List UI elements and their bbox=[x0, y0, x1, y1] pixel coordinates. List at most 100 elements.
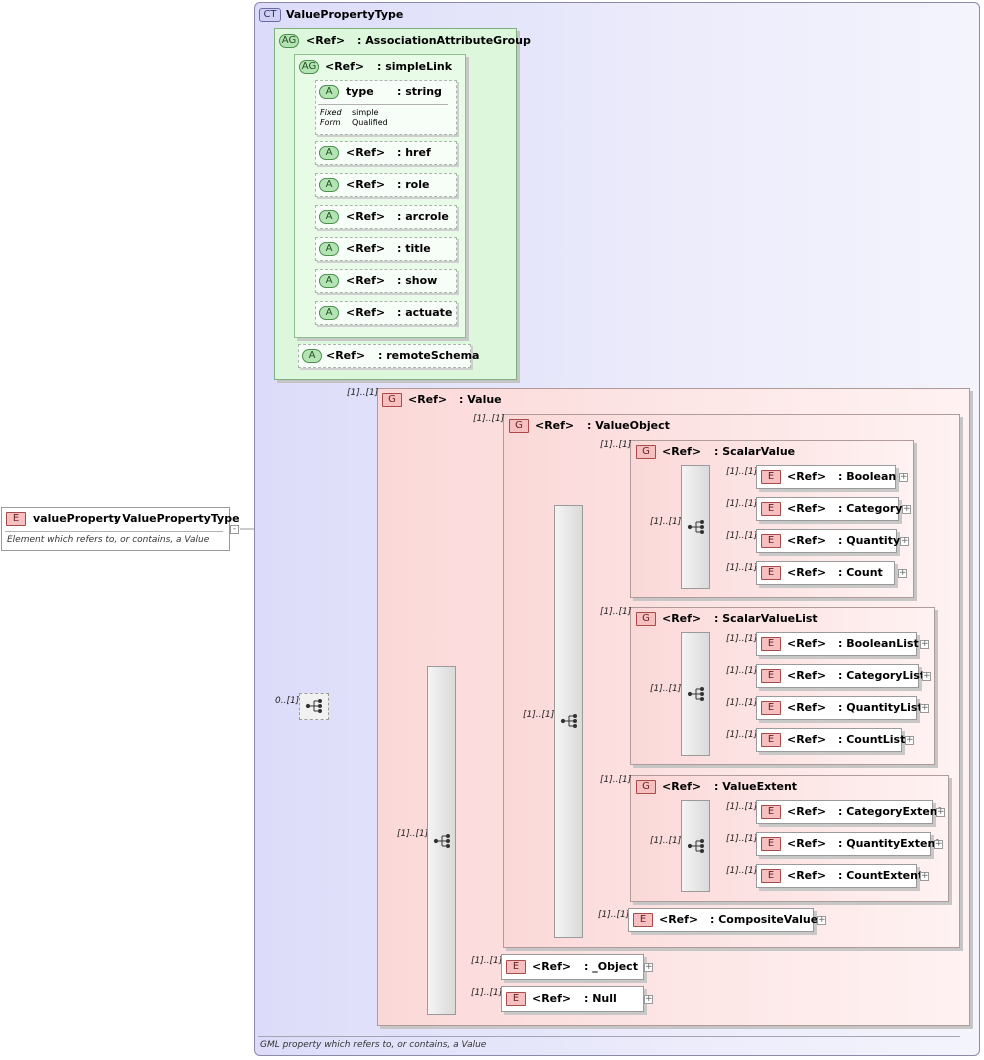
scalar-value-choice-cardinality: [1]..[1] bbox=[650, 517, 682, 527]
attribute-type-fixed-label: Fixed bbox=[320, 108, 342, 117]
element-category-list-badge: E bbox=[761, 669, 781, 683]
value-group-ref: <Ref> bbox=[408, 393, 448, 406]
element-null-expand-button[interactable]: + bbox=[644, 994, 653, 1004]
attribute-arcrole-name: : arcrole bbox=[397, 210, 449, 223]
sequence-icon bbox=[305, 699, 322, 713]
scalar-value-list-ref: <Ref> bbox=[662, 612, 702, 625]
element-object-ref: <Ref> bbox=[532, 960, 572, 973]
scalar-value-choice-icon bbox=[687, 520, 704, 534]
attribute-type-fixed-value: simple bbox=[352, 108, 379, 117]
element-count-ref: <Ref> bbox=[787, 566, 827, 579]
element-quantity-list[interactable] bbox=[756, 696, 917, 720]
count-extent-cardinality: [1]..[1] bbox=[726, 866, 758, 876]
element-category-list[interactable] bbox=[756, 664, 919, 688]
root-element-badge: E bbox=[6, 512, 26, 526]
element-boolean-badge: E bbox=[761, 470, 781, 484]
element-quantity-extent-badge: E bbox=[761, 837, 781, 851]
count-list-cardinality: [1]..[1] bbox=[726, 730, 758, 740]
value-choice-cardinality: [1]..[1] bbox=[397, 829, 429, 839]
value-extent-cardinality: [1]..[1] bbox=[600, 775, 632, 785]
association-attribute-group-ref: <Ref> bbox=[306, 34, 346, 47]
root-element-name: valueProperty bbox=[33, 512, 121, 525]
element-quantity-extent-ref: <Ref> bbox=[787, 837, 827, 850]
count-cardinality: [1]..[1] bbox=[726, 563, 758, 573]
element-count-name: : Count bbox=[838, 566, 883, 579]
element-quantity-list-ref: <Ref> bbox=[787, 701, 827, 714]
value-group-name: : Value bbox=[459, 393, 502, 406]
category-extent-cardinality: [1]..[1] bbox=[726, 802, 758, 812]
element-category-expand-button[interactable]: + bbox=[902, 504, 911, 514]
element-count-expand-button[interactable]: + bbox=[898, 568, 907, 578]
scalar-value-cardinality: [1]..[1] bbox=[600, 440, 632, 450]
root-element-box[interactable] bbox=[1, 507, 230, 551]
attribute-actuate-badge: A bbox=[319, 306, 339, 320]
element-boolean-list-name: : BooleanList bbox=[838, 637, 919, 650]
element-composite-value[interactable] bbox=[628, 908, 814, 932]
complex-type-badge: CT bbox=[259, 8, 281, 22]
element-boolean-expand-button[interactable]: + bbox=[899, 472, 908, 482]
element-boolean-list-ref: <Ref> bbox=[787, 637, 827, 650]
element-quantity-list-badge: E bbox=[761, 701, 781, 715]
element-category-extent[interactable] bbox=[756, 800, 933, 824]
element-null-name: : Null bbox=[584, 992, 617, 1005]
attribute-href-badge: A bbox=[319, 146, 339, 160]
attribute-role-badge: A bbox=[319, 178, 339, 192]
element-object-expand-button[interactable]: + bbox=[644, 962, 653, 972]
element-category-extent-badge: E bbox=[761, 805, 781, 819]
boolean-list-cardinality: [1]..[1] bbox=[726, 634, 758, 644]
element-quantity-list-expand-button[interactable]: + bbox=[920, 703, 929, 713]
value-extent-name: : ValueExtent bbox=[714, 780, 798, 793]
category-cardinality: [1]..[1] bbox=[726, 499, 758, 509]
association-attribute-group-name: : AssociationAttributeGroup bbox=[357, 34, 531, 47]
element-composite-value-badge: E bbox=[633, 913, 653, 927]
attribute-arcrole-badge: A bbox=[319, 210, 339, 224]
scalar-value-badge: G bbox=[636, 445, 656, 459]
element-count-extent-ref: <Ref> bbox=[787, 869, 827, 882]
element-count-badge: E bbox=[761, 566, 781, 580]
value-object-choice-icon bbox=[560, 714, 577, 728]
attribute-type-divider bbox=[318, 104, 448, 105]
element-category-extent-expand-button[interactable]: + bbox=[936, 807, 945, 817]
attribute-href-name: : href bbox=[397, 146, 431, 159]
element-count-extent-badge: E bbox=[761, 869, 781, 883]
element-count-list-name: : CountList bbox=[838, 733, 906, 746]
simple-link-badge: AG bbox=[299, 60, 319, 74]
element-category-list-expand-button[interactable]: + bbox=[922, 671, 931, 681]
scalar-value-list-choice-icon bbox=[687, 687, 704, 701]
attribute-type-type: : string bbox=[397, 85, 442, 98]
element-count-list-expand-button[interactable]: + bbox=[905, 735, 914, 745]
element-category-list-name: : CategoryList bbox=[838, 669, 926, 682]
scalar-value-list-cardinality: [1]..[1] bbox=[600, 607, 632, 617]
element-null-badge: E bbox=[506, 992, 526, 1006]
element-category-list-ref: <Ref> bbox=[787, 669, 827, 682]
element-boolean-name: : Boolean bbox=[838, 470, 897, 483]
value-extent-ref: <Ref> bbox=[662, 780, 702, 793]
quantity-list-cardinality: [1]..[1] bbox=[726, 698, 758, 708]
attribute-remote-schema bbox=[298, 344, 471, 368]
complex-type-note: GML property which refers to, or contain… bbox=[260, 1040, 487, 1050]
element-quantity-expand-button[interactable]: + bbox=[900, 536, 909, 546]
element-quantity-extent[interactable] bbox=[756, 832, 931, 856]
element-null[interactable] bbox=[501, 986, 644, 1012]
element-category-ref: <Ref> bbox=[787, 502, 827, 515]
attribute-href-ref: <Ref> bbox=[346, 146, 386, 159]
composite-value-cardinality: [1]..[1] bbox=[598, 910, 630, 920]
attribute-actuate-ref: <Ref> bbox=[346, 306, 386, 319]
element-null-ref: <Ref> bbox=[532, 992, 572, 1005]
element-boolean-ref: <Ref> bbox=[787, 470, 827, 483]
element-boolean-list-badge: E bbox=[761, 637, 781, 651]
value-object-badge: G bbox=[509, 419, 529, 433]
element-quantity-badge: E bbox=[761, 534, 781, 548]
element-count-extent-expand-button[interactable]: + bbox=[920, 871, 929, 881]
element-composite-value-expand-button[interactable]: + bbox=[817, 915, 826, 925]
element-category[interactable] bbox=[756, 497, 899, 521]
scalar-value-list-name: : ScalarValueList bbox=[714, 612, 818, 625]
value-group-badge: G bbox=[382, 393, 402, 407]
element-quantity-list-name: : QuantityList bbox=[838, 701, 923, 714]
attribute-show-name: : show bbox=[397, 274, 438, 287]
element-boolean-list[interactable] bbox=[756, 632, 917, 656]
element-count-extent[interactable] bbox=[756, 864, 917, 888]
root-element-collapse-button[interactable]: - bbox=[230, 525, 239, 534]
element-quantity-extent-expand-button[interactable]: + bbox=[934, 839, 943, 849]
element-boolean-list-expand-button[interactable]: + bbox=[920, 639, 929, 649]
